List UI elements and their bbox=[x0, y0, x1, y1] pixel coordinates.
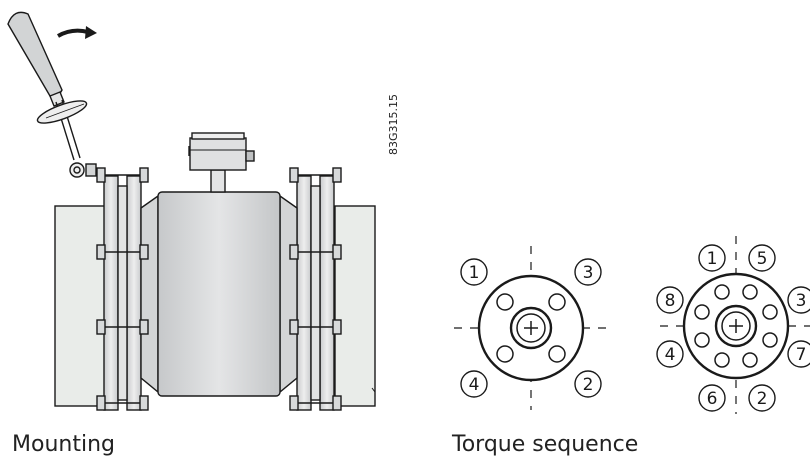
terminal-box bbox=[189, 137, 247, 171]
bolts-right bbox=[289, 167, 342, 411]
sequence-number: 7 bbox=[796, 345, 807, 365]
sequence-number: 2 bbox=[583, 375, 594, 395]
bolt-hole bbox=[548, 293, 566, 311]
sequence-number: 1 bbox=[707, 249, 718, 269]
rotation-arrow-icon bbox=[57, 28, 89, 38]
sequence-number: 3 bbox=[796, 291, 807, 311]
pipe-left bbox=[54, 205, 111, 407]
gasket-left bbox=[117, 185, 128, 401]
bolt-hole bbox=[496, 345, 514, 363]
bolt-hole bbox=[714, 284, 730, 300]
document-id: 83G315.15 bbox=[387, 93, 401, 156]
flange-left-inner bbox=[126, 175, 142, 411]
bolt-hole bbox=[694, 304, 710, 320]
sequence-number: 3 bbox=[583, 263, 594, 283]
flange-8-bolt-diagram bbox=[656, 236, 810, 414]
gasket-right bbox=[310, 185, 321, 401]
bolt-hole bbox=[548, 345, 566, 363]
terminal-box-lid bbox=[191, 132, 245, 140]
bolt-hole bbox=[714, 352, 730, 368]
bolt-hole bbox=[762, 304, 778, 320]
flange-right-outer bbox=[319, 175, 335, 411]
sequence-number: 5 bbox=[757, 249, 768, 269]
flange-left-outer bbox=[103, 175, 119, 411]
mounting-caption: Mounting bbox=[12, 432, 115, 457]
sequence-number: 2 bbox=[757, 389, 768, 409]
meter-end-right bbox=[279, 194, 298, 394]
meter-body bbox=[157, 191, 281, 397]
sequence-number: 1 bbox=[469, 263, 480, 283]
sequence-number: 6 bbox=[707, 389, 718, 409]
flange-right-inner bbox=[296, 175, 312, 411]
cable-gland bbox=[245, 150, 255, 162]
meter-neck bbox=[210, 169, 226, 193]
bolts-left bbox=[96, 167, 149, 411]
sequence-number: 4 bbox=[469, 375, 480, 395]
bolt-hole bbox=[694, 332, 710, 348]
bolt-hole bbox=[496, 293, 514, 311]
pipe-right bbox=[334, 205, 376, 407]
torque-sequence-caption: Torque sequence bbox=[452, 432, 639, 457]
bolt-hole bbox=[742, 284, 758, 300]
sequence-number: 8 bbox=[665, 291, 676, 311]
sequence-number: 4 bbox=[665, 345, 676, 365]
meter-end-left bbox=[140, 194, 159, 394]
flange-4-bolt-diagram bbox=[454, 246, 610, 410]
torque-wrench bbox=[7, 11, 97, 178]
bolt-hole bbox=[762, 332, 778, 348]
bolt-hole bbox=[742, 352, 758, 368]
mounting-illustration bbox=[7, 11, 376, 411]
